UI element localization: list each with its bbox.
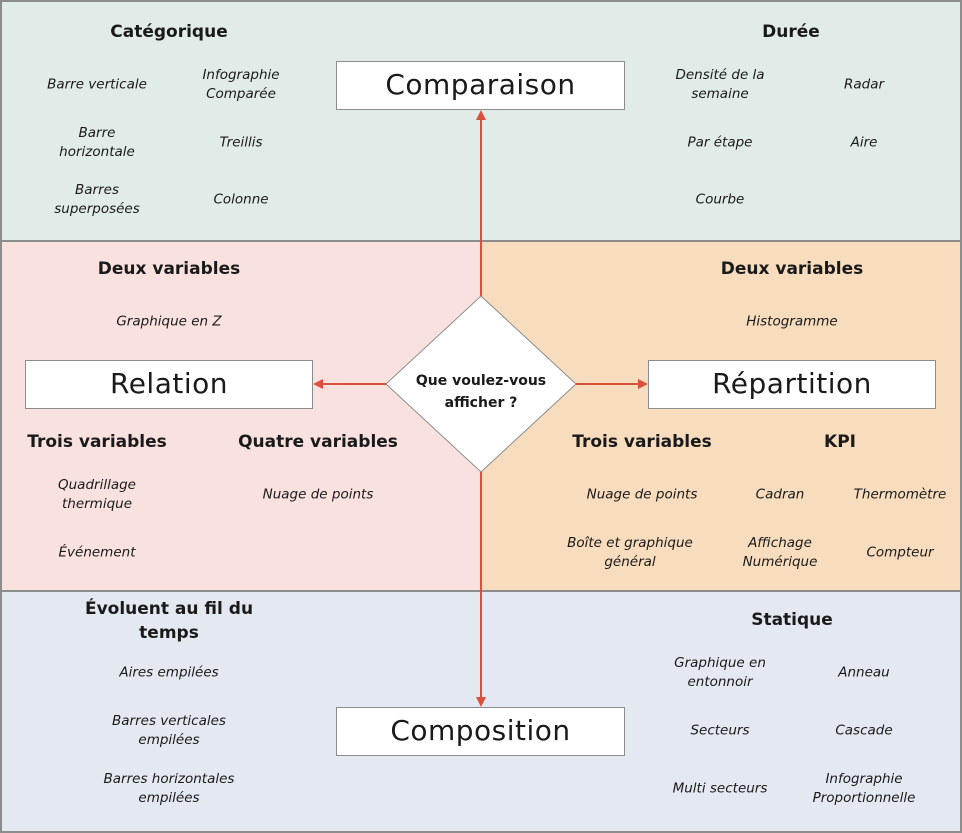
chart-type-item: Densité de la semaine <box>675 67 765 102</box>
chart-type-item: Nuage de points <box>586 486 698 503</box>
composition-box: Composition <box>336 707 625 756</box>
group-heading: Deux variables <box>97 259 241 279</box>
chart-type-item: Histogramme <box>746 313 838 330</box>
relation-panel <box>0 240 482 592</box>
chart-type-item: Événement <box>58 544 136 561</box>
chart-type-item: Cadran <box>755 486 805 503</box>
chart-type-item: Infographie Proportionnelle <box>812 771 916 806</box>
chart-type-item: Aires empilées <box>119 664 219 681</box>
chart-type-item: Infographie Comparée <box>202 67 280 102</box>
chart-type-item: Aire <box>850 134 878 151</box>
relation-box: Relation <box>25 360 313 409</box>
chart-type-item: Barres horizontales empilées <box>103 771 235 806</box>
chart-type-item: Quadrillage thermique <box>58 477 136 512</box>
group-heading: Trois variables <box>27 432 167 452</box>
chart-type-item: Barres verticales empilées <box>112 713 226 748</box>
chart-type-item: Cascade <box>835 722 893 739</box>
chart-type-item: Barres superposées <box>54 182 140 217</box>
repartition-box: Répartition <box>648 360 936 409</box>
chart-type-item: Compteur <box>866 544 934 561</box>
chart-type-item: Radar <box>843 76 885 93</box>
chart-type-item: Affichage Numérique <box>742 535 818 570</box>
chart-type-item: Graphique en Z <box>116 313 222 330</box>
group-heading: Trois variables <box>572 432 712 452</box>
chart-type-item: Boîte et graphique général <box>567 535 693 570</box>
chart-type-item: Par étape <box>687 134 753 151</box>
group-heading: Deux variables <box>720 259 864 279</box>
group-heading: Quatre variables <box>238 432 398 452</box>
comparaison-box: Comparaison <box>336 61 625 110</box>
group-heading: KPI <box>824 432 856 452</box>
chart-type-item: Multi secteurs <box>672 780 768 797</box>
chart-type-item: Colonne <box>213 191 269 208</box>
group-heading: Évoluent au fil du temps <box>84 599 254 643</box>
group-heading: Durée <box>762 22 820 42</box>
chart-type-item: Barre horizontale <box>59 125 135 160</box>
group-heading: Statique <box>751 610 833 630</box>
chart-type-item: Secteurs <box>690 722 750 739</box>
chart-type-item: Anneau <box>838 664 890 681</box>
group-heading: Catégorique <box>110 22 228 42</box>
chart-type-item: Nuage de points <box>262 486 374 503</box>
chart-type-item: Thermomètre <box>853 486 947 503</box>
chart-type-item: Treillis <box>219 134 263 151</box>
chart-type-item: Courbe <box>695 191 745 208</box>
chart-type-item: Graphique en entonnoir <box>674 655 766 690</box>
center-question: Que voulez-vous afficher ? <box>415 373 547 411</box>
chart-type-item: Barre verticale <box>47 76 147 93</box>
